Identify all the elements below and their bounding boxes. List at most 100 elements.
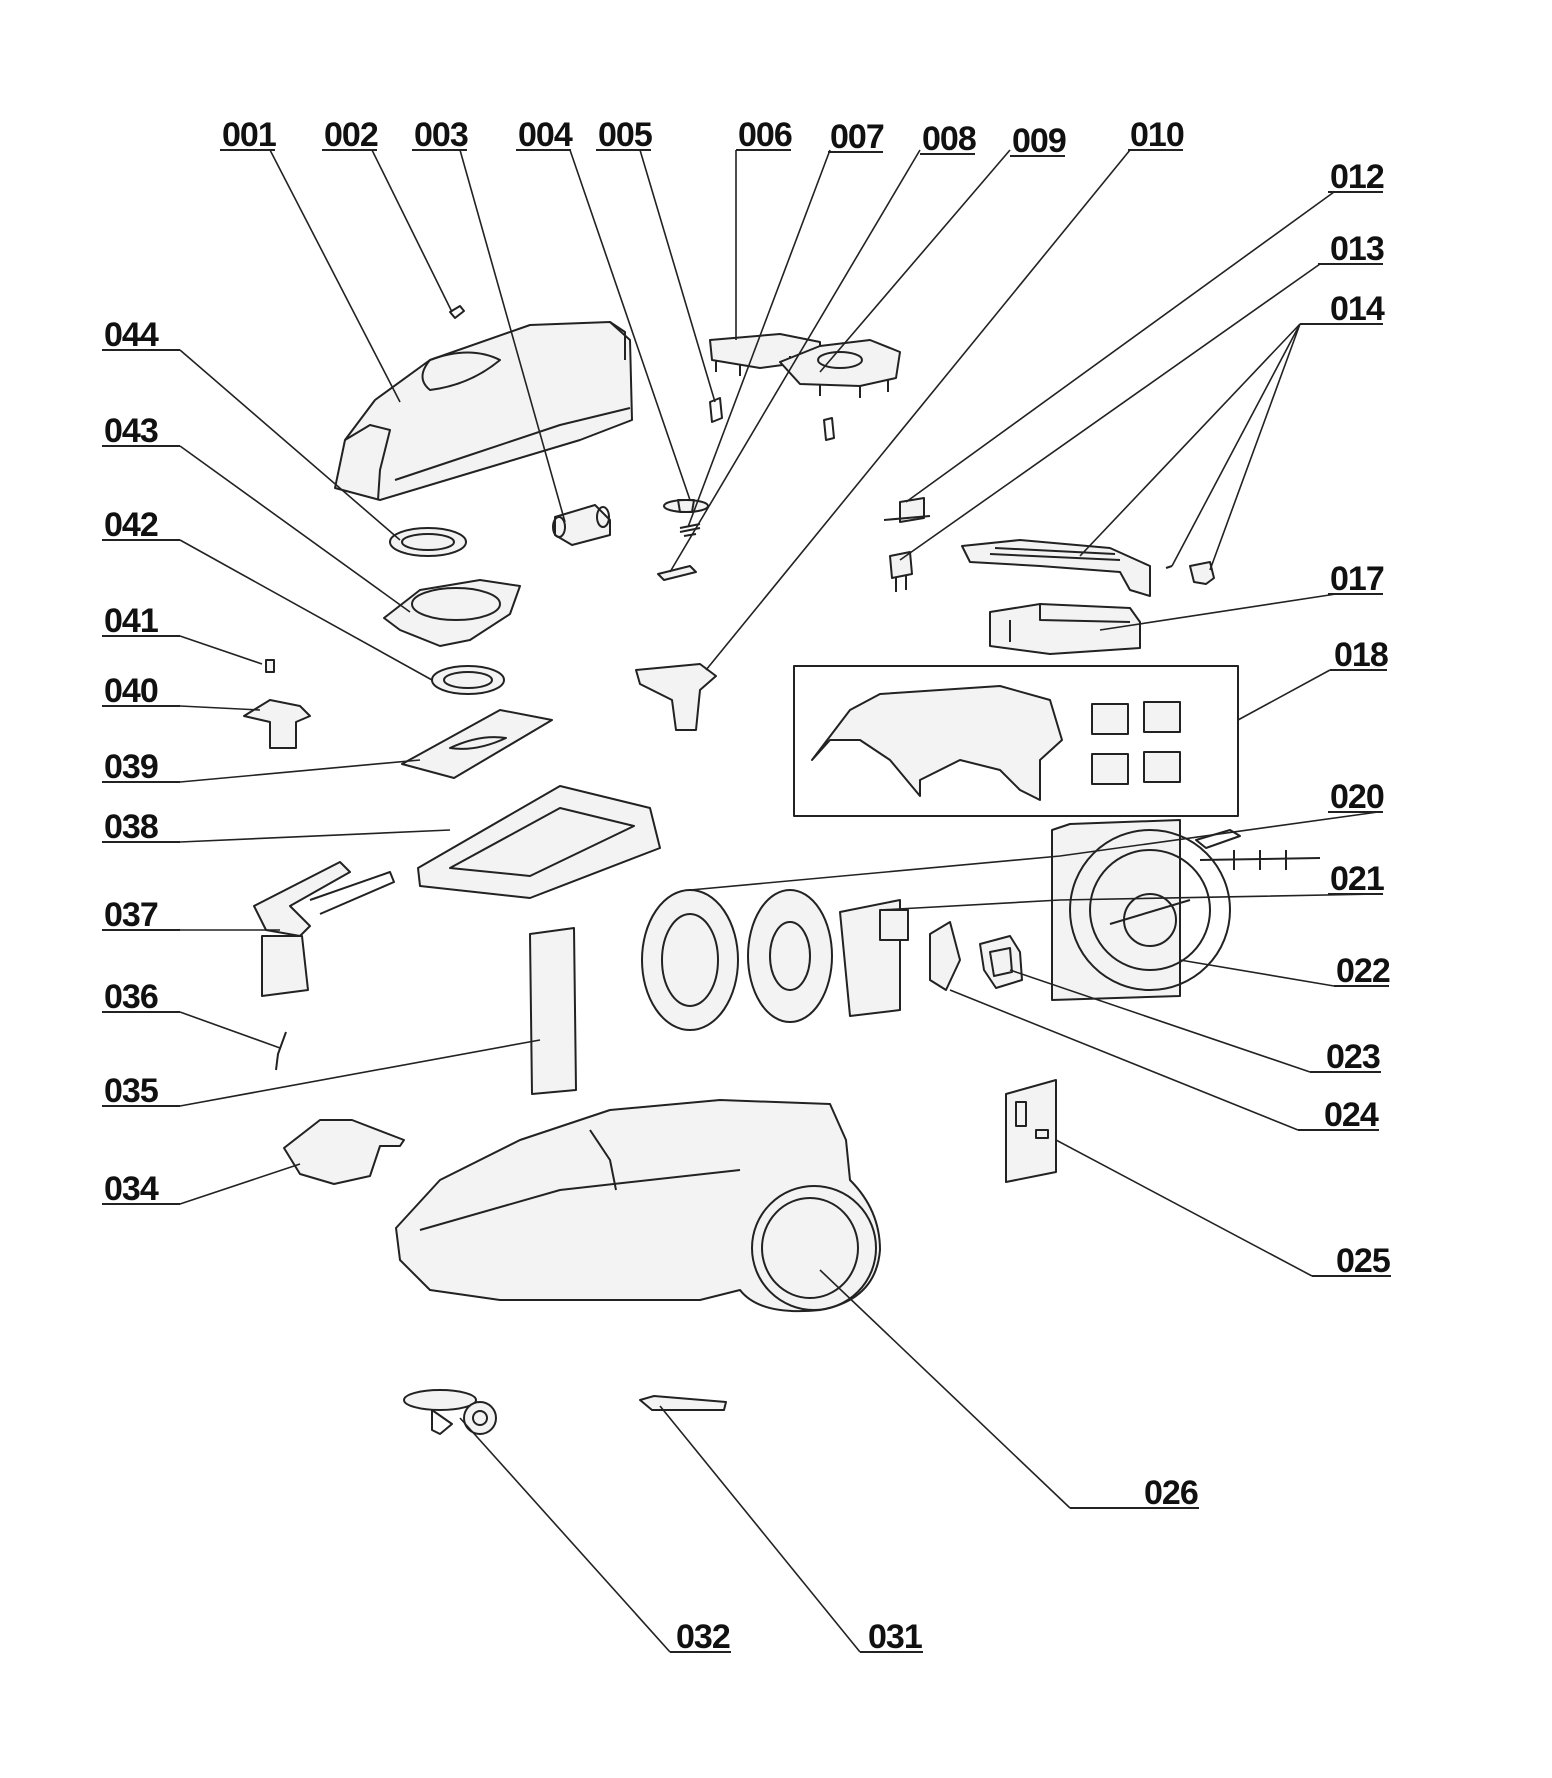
- part-frame-018: [793, 665, 1239, 817]
- callout-labels: 001 002 003 004 005 006 007 008 009 010 …: [102, 116, 1391, 1656]
- part-main-body-026: [395, 1099, 881, 1313]
- part-screw-002: [449, 305, 465, 319]
- part-square-041: [265, 659, 275, 673]
- part-cover-009: [779, 339, 901, 441]
- part-handle-037: [253, 861, 395, 997]
- svg-text:017: 017: [1330, 560, 1384, 598]
- svg-text:026: 026: [1144, 1474, 1198, 1512]
- svg-text:013: 013: [1330, 230, 1384, 268]
- svg-text:037: 037: [104, 896, 158, 934]
- svg-text:009: 009: [1012, 122, 1066, 160]
- svg-text:008: 008: [922, 120, 976, 158]
- leader-lines: [179, 149, 1379, 1653]
- svg-text:012: 012: [1330, 158, 1384, 196]
- svg-text:040: 040: [104, 672, 158, 710]
- callout-035: 035: [102, 1072, 180, 1110]
- callout-012: 012: [1328, 158, 1385, 196]
- callout-026: 026: [1070, 1474, 1199, 1512]
- callout-020: 020: [1328, 778, 1385, 816]
- svg-text:036: 036: [104, 978, 158, 1016]
- part-top-cover: [334, 321, 633, 501]
- callout-013: 013: [1318, 230, 1385, 268]
- svg-text:023: 023: [1326, 1038, 1380, 1076]
- part-ring-042: [431, 665, 505, 695]
- part-filter-017: [989, 603, 1141, 655]
- svg-text:014: 014: [1330, 290, 1385, 328]
- part-connector-013: [889, 551, 913, 592]
- part-spring-007: [679, 523, 701, 537]
- svg-text:005: 005: [598, 116, 652, 154]
- callout-039: 039: [102, 748, 180, 786]
- svg-text:001: 001: [222, 116, 276, 154]
- svg-text:003: 003: [414, 116, 468, 154]
- svg-text:032: 032: [676, 1618, 730, 1656]
- part-filter-sheet-039: [401, 709, 553, 779]
- part-seal-044: [389, 527, 467, 557]
- callout-022: 022: [1334, 952, 1391, 990]
- part-motor-plate-022: [1051, 819, 1321, 1001]
- part-latch-040: [243, 699, 311, 749]
- callout-023: 023: [1310, 1038, 1381, 1076]
- callout-042: 042: [102, 506, 180, 544]
- svg-text:022: 022: [1336, 952, 1390, 990]
- svg-text:006: 006: [738, 116, 792, 154]
- part-seal-023: [979, 935, 1023, 989]
- svg-text:041: 041: [104, 602, 158, 640]
- callout-001: 001: [220, 116, 277, 154]
- callout-005: 005: [596, 116, 653, 154]
- part-bracket-034: [283, 1119, 405, 1185]
- part-tray-038: [417, 785, 661, 899]
- part-clip-005: [709, 397, 723, 423]
- svg-text:034: 034: [104, 1170, 159, 1208]
- callout-036: 036: [102, 978, 180, 1016]
- callout-008: 008: [920, 120, 977, 158]
- part-motor: [839, 899, 909, 1017]
- callout-024: 024: [1298, 1096, 1380, 1134]
- part-wire-036: [275, 1031, 287, 1071]
- callout-044: 044: [102, 316, 180, 354]
- svg-text:024: 024: [1324, 1096, 1379, 1134]
- callout-006: 006: [736, 116, 793, 154]
- callout-031: 031: [860, 1618, 923, 1656]
- part-foam-035: [529, 927, 577, 1095]
- callout-032: 032: [670, 1618, 731, 1656]
- svg-text:021: 021: [1330, 860, 1384, 898]
- svg-text:035: 035: [104, 1072, 158, 1110]
- part-plate-025: [1005, 1079, 1057, 1183]
- part-button-004: [663, 499, 709, 513]
- callout-018: 018: [1330, 636, 1389, 674]
- svg-text:007: 007: [830, 118, 884, 156]
- callout-041: 041: [102, 602, 180, 640]
- part-holder-010: [635, 663, 717, 731]
- callout-021: 021: [1328, 860, 1385, 898]
- callout-004: 004: [516, 116, 574, 154]
- part-bar-031: [639, 1395, 727, 1411]
- svg-text:010: 010: [1130, 116, 1184, 154]
- svg-text:038: 038: [104, 808, 158, 846]
- part-bag-holder-043: [383, 579, 521, 647]
- callout-043: 043: [102, 412, 180, 450]
- svg-text:025: 025: [1336, 1242, 1390, 1280]
- callout-017: 017: [1328, 560, 1385, 598]
- svg-text:031: 031: [868, 1618, 922, 1656]
- part-cylinder-003: [552, 504, 611, 546]
- svg-text:002: 002: [324, 116, 378, 154]
- svg-text:044: 044: [104, 316, 159, 354]
- callout-037: 037: [102, 896, 180, 934]
- svg-text:004: 004: [518, 116, 573, 154]
- callout-034: 034: [102, 1170, 180, 1208]
- callout-025: 025: [1312, 1242, 1391, 1280]
- part-plate-008: [657, 565, 697, 581]
- callout-003: 003: [412, 116, 469, 154]
- svg-text:039: 039: [104, 748, 158, 786]
- part-filter-ring-right: [747, 889, 833, 1023]
- svg-text:043: 043: [104, 412, 158, 450]
- callout-009: 009: [1010, 122, 1067, 160]
- part-block-012: [883, 497, 931, 523]
- part-caster-032: [403, 1389, 497, 1435]
- part-filter-ring-left: [641, 889, 739, 1031]
- callout-040: 040: [102, 672, 180, 710]
- svg-text:042: 042: [104, 506, 158, 544]
- part-grille-014: [961, 539, 1215, 597]
